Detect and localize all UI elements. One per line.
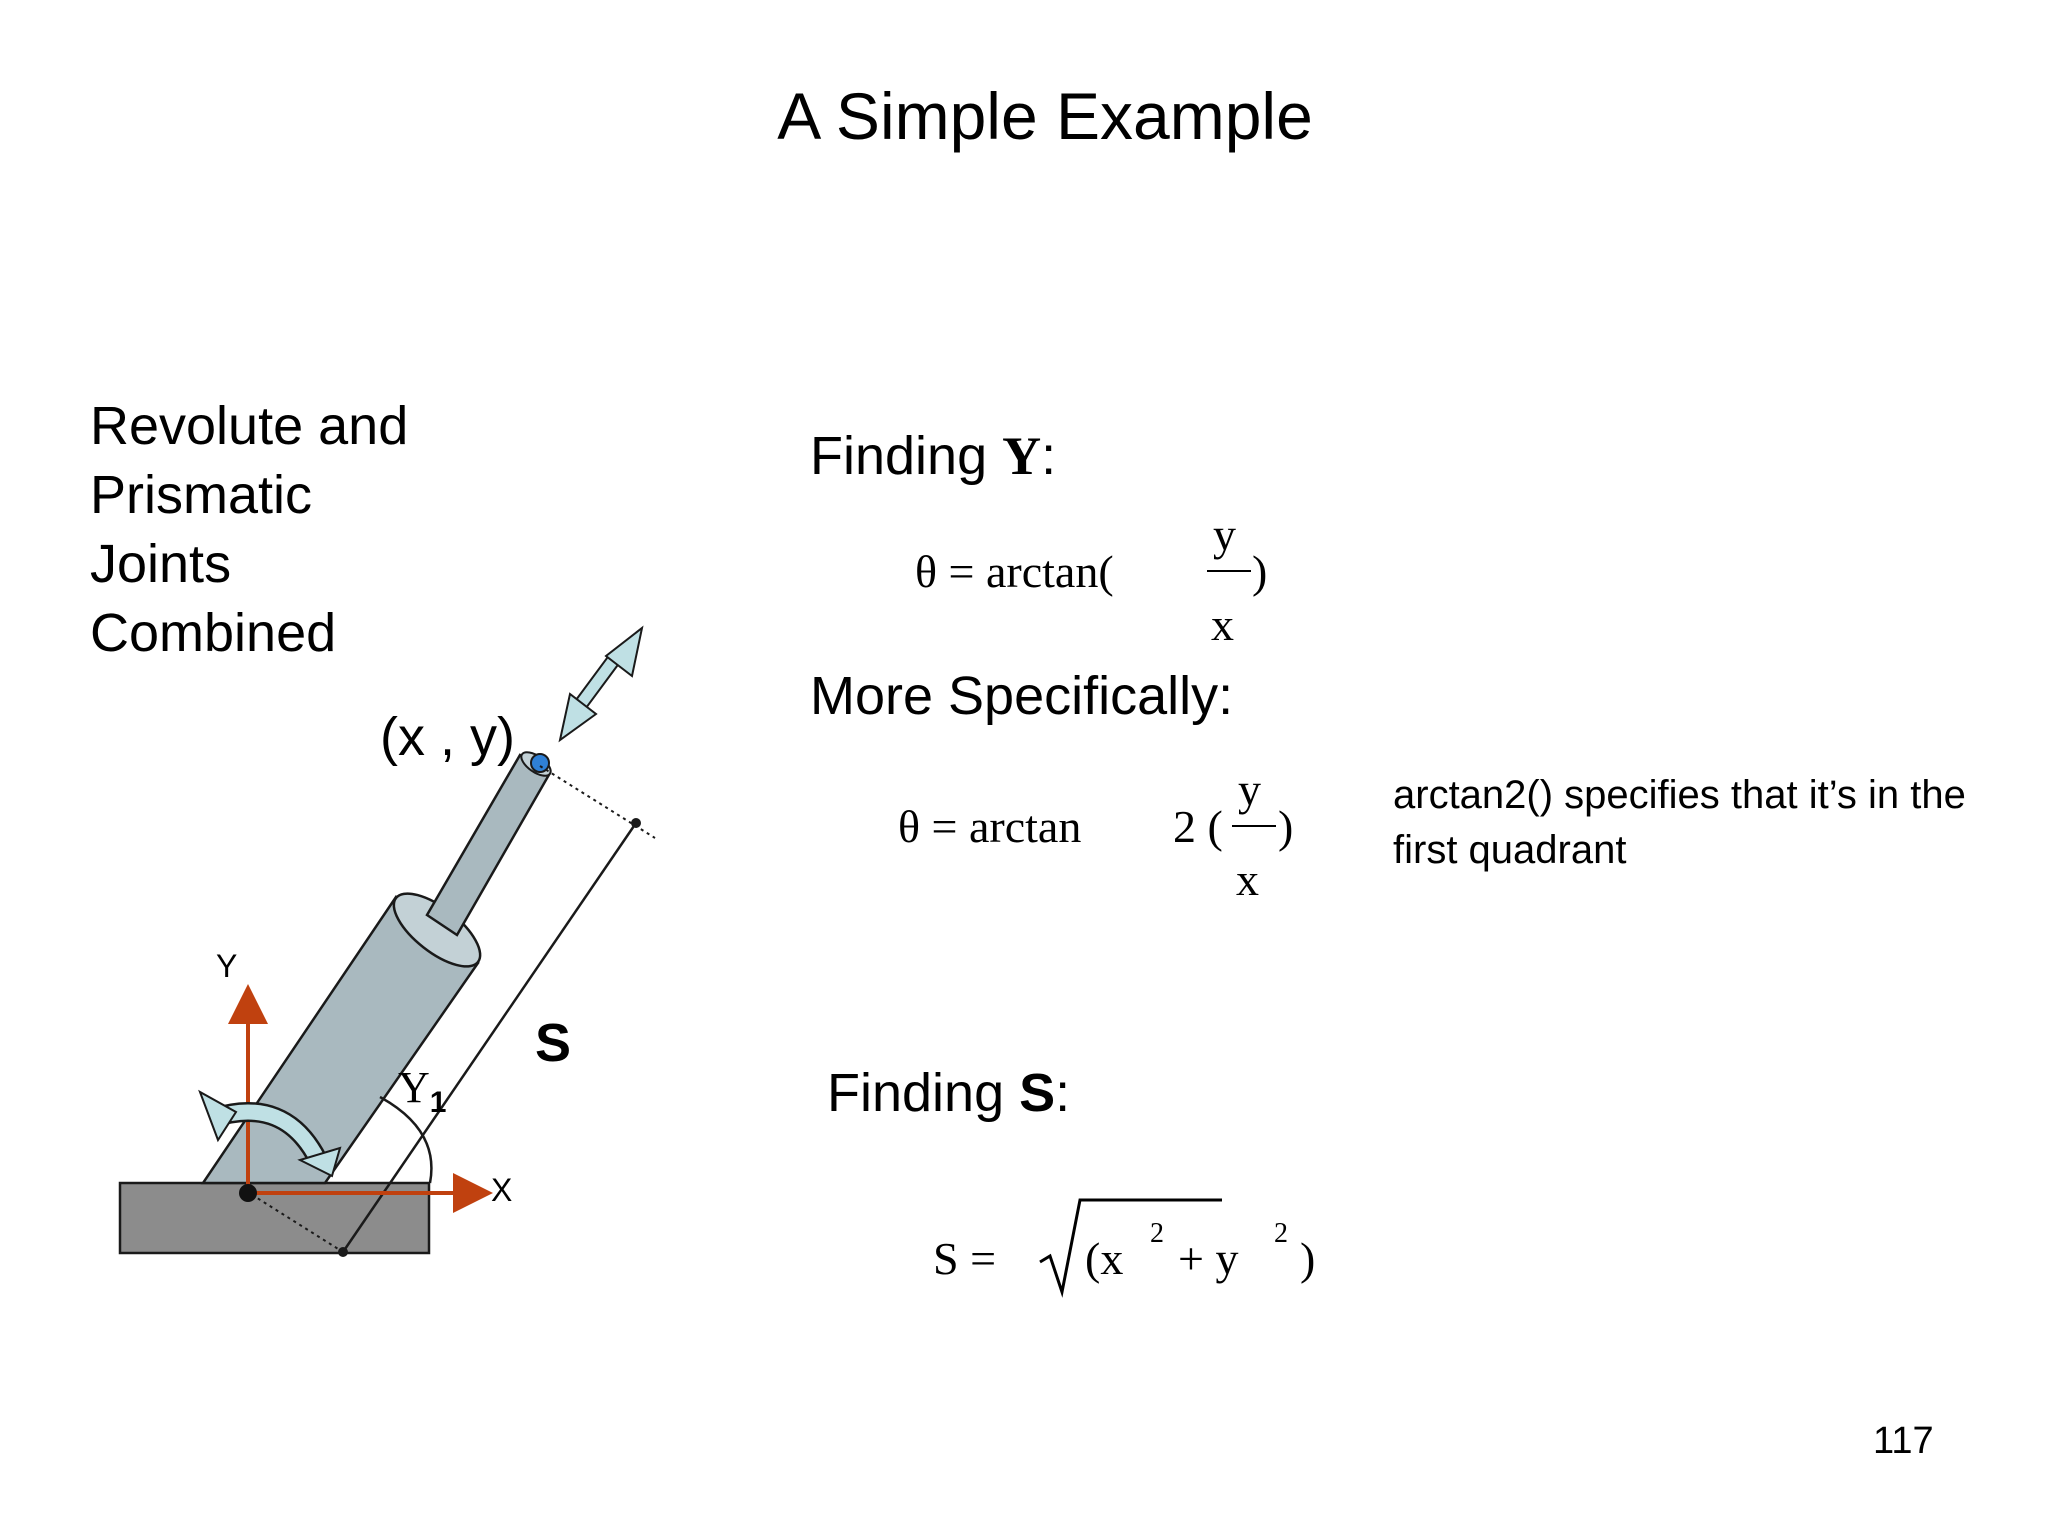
atan2-note: arctan2() specifies that it’s in the fir… xyxy=(1393,768,2048,878)
rotation-arrow-icon xyxy=(198,1089,342,1178)
theta-symbol: Y xyxy=(1002,426,1042,486)
s-exponent-1: 2 xyxy=(1150,1218,1164,1249)
theta-denominator: x xyxy=(1211,599,1234,650)
label-line-4: Combined xyxy=(90,603,337,663)
label-line-1: Revolute and xyxy=(90,396,409,456)
theta-numerator: y xyxy=(1213,509,1236,560)
y-axis-label: Y xyxy=(216,948,238,984)
atan2-formula-left: θ = arctan xyxy=(898,801,1082,852)
x-axis-label: X xyxy=(491,1172,513,1208)
page-number: 117 xyxy=(1873,1420,1934,1462)
label-line-3: Joints xyxy=(90,534,232,594)
angle-symbol: Y xyxy=(398,1063,430,1112)
prismatic-double-arrow-icon xyxy=(558,625,644,743)
theta-formula-left: θ = arctan( xyxy=(915,546,1114,597)
atan2-note-line-2: first quadrant xyxy=(1393,828,1627,872)
label-line-2: Prismatic xyxy=(90,465,313,525)
end-point xyxy=(530,753,550,773)
s-formula-close: ) xyxy=(1300,1233,1316,1284)
s-exponent-2: 2 xyxy=(1274,1218,1288,1249)
atan2-numerator: y xyxy=(1238,764,1261,815)
finding-theta-heading: Finding Y: xyxy=(810,426,1057,486)
theta-formula-right: ) xyxy=(1252,546,1268,597)
atan2-fraction-bar xyxy=(1232,825,1276,827)
angle-label: Y1 xyxy=(398,1062,446,1120)
theta-fraction-bar xyxy=(1207,570,1251,572)
s-formula-body: (x xyxy=(1085,1233,1124,1284)
s-formula-left: S = xyxy=(933,1233,997,1284)
atan2-denominator: x xyxy=(1236,854,1259,905)
atan2-formula-mid: 2 ( xyxy=(1173,801,1223,852)
length-s-label: S xyxy=(535,1013,572,1073)
s-formula-plus: + y xyxy=(1178,1233,1239,1284)
s-symbol: S xyxy=(1019,1063,1056,1123)
origin-point xyxy=(239,1184,257,1202)
angle-arc xyxy=(379,1095,433,1184)
angle-subscript: 1 xyxy=(429,1085,447,1119)
slide-title: A Simple Example xyxy=(777,79,1313,153)
more-specifically-heading: More Specifically: xyxy=(810,666,1234,726)
dotted-base-line xyxy=(245,1190,344,1253)
s-dimension-line xyxy=(341,822,638,1253)
point-label: (x , y) xyxy=(380,707,515,767)
finding-s-heading: Finding S: xyxy=(827,1063,1071,1123)
atan2-formula-right: ) xyxy=(1278,801,1294,852)
atan2-note-line-1: arctan2() specifies that it’s in the xyxy=(1393,773,1966,817)
joint-type-label: Revolute and Prismatic Joints Combined xyxy=(90,392,510,668)
